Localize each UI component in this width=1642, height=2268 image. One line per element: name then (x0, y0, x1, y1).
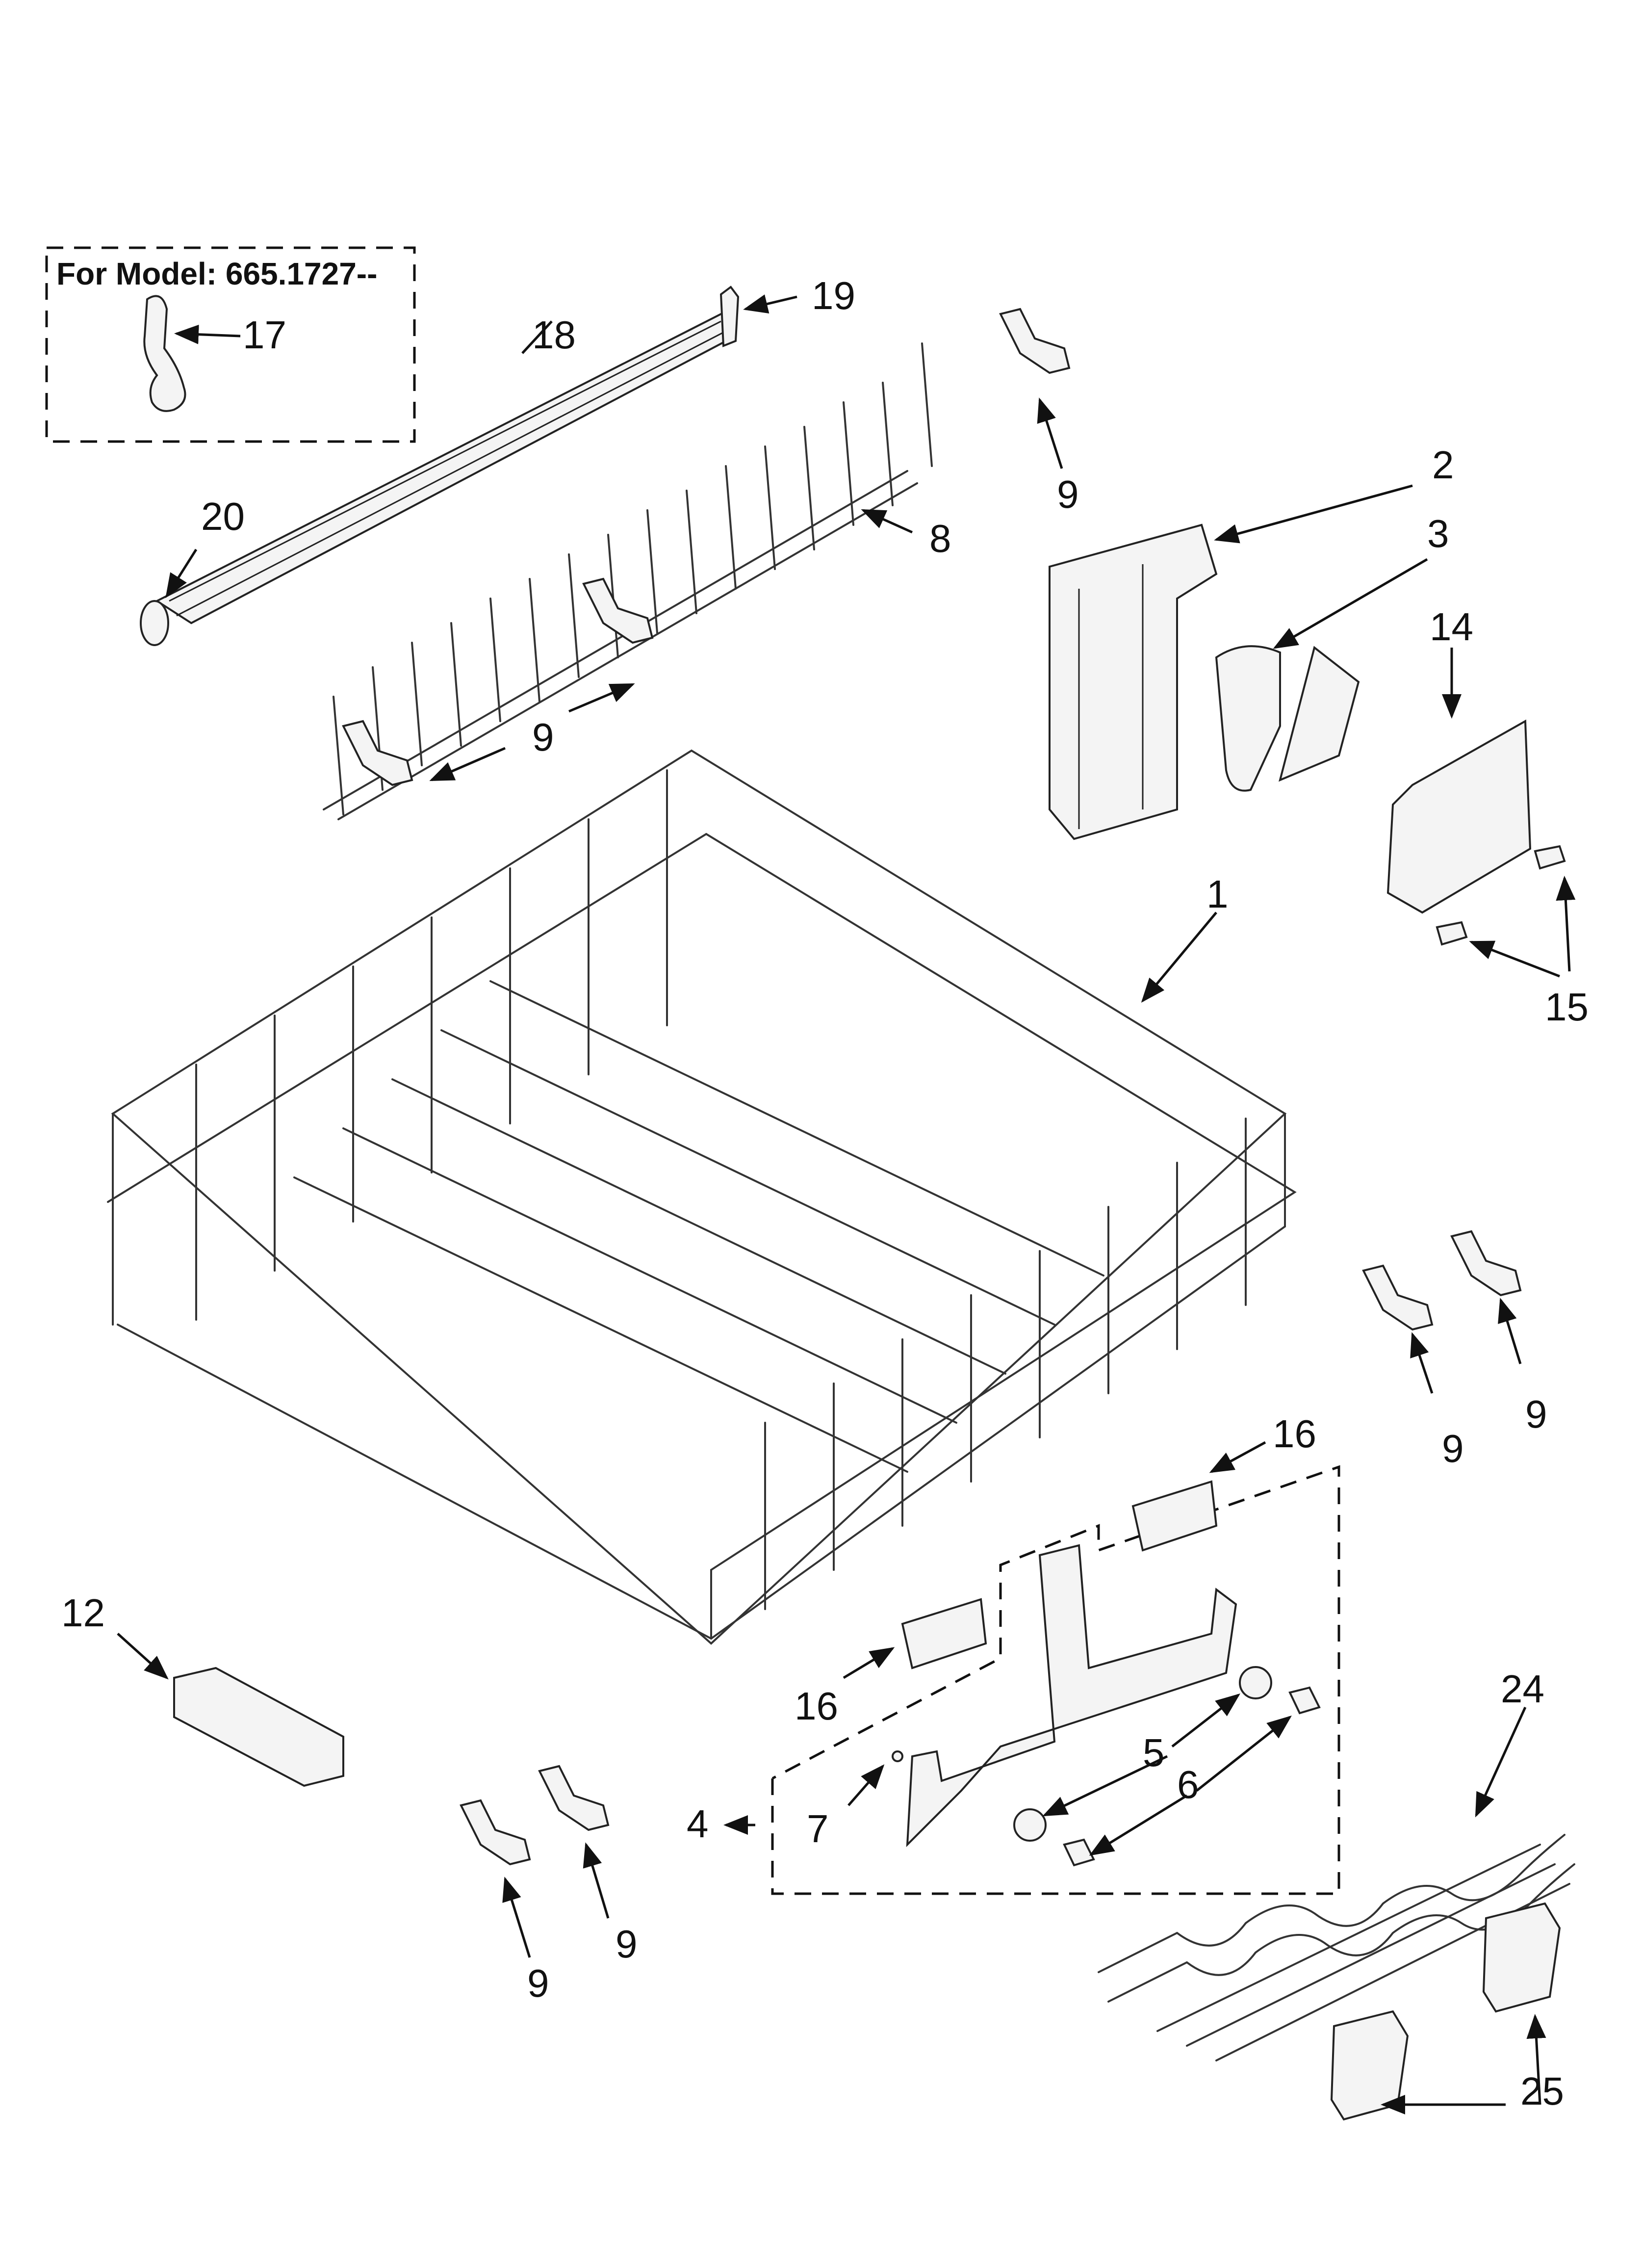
callout-9-c: 9 (1442, 1427, 1464, 1470)
callout-14: 14 (1430, 605, 1473, 649)
callout-24: 24 (1501, 1667, 1544, 1711)
callout-5: 5 (1143, 1731, 1165, 1774)
part-3: 3 (1215, 512, 1449, 792)
parts-5-6-7: 5 6 7 (807, 1666, 1321, 1867)
callout-2: 2 (1432, 443, 1454, 487)
callout-12: 12 (61, 1591, 105, 1635)
callout-20: 20 (201, 495, 245, 538)
model-inset: For Model: 665.1727-- 17 (45, 246, 416, 443)
part-20: 20 (140, 495, 245, 646)
part-25: 25 (1330, 1902, 1564, 2121)
callout-7: 7 (807, 1807, 829, 1851)
part-17 (143, 295, 186, 412)
part-12: 12 (61, 1591, 344, 1787)
part-14: 14 (1386, 605, 1532, 914)
model-label: For Model: 665.1727-- (56, 256, 377, 291)
callout-9-d: 9 (1525, 1392, 1547, 1436)
part-2: 2 (1049, 443, 1454, 840)
callout-15: 15 (1545, 985, 1589, 1029)
callout-8: 8 (929, 517, 951, 560)
part-18-rail: 18 (154, 310, 732, 625)
part-8-tine-row: 8 (323, 342, 951, 820)
assembly-4: 4 (687, 1465, 1340, 1895)
callout-16-a: 16 (1273, 1412, 1316, 1456)
part-15-screws: 15 (1436, 845, 1589, 1029)
callout-3: 3 (1427, 512, 1449, 555)
part-19: 19 (719, 274, 855, 347)
part-24: 24 (1098, 1667, 1575, 2061)
part-4-bracket (906, 1544, 1237, 1848)
callout-9-b: 9 (532, 715, 554, 759)
part-16: 16 16 (795, 1412, 1316, 1728)
callout-19: 19 (812, 274, 855, 317)
callout-9-e: 9 (527, 1961, 549, 2005)
callout-1: 1 (1206, 872, 1229, 916)
callout-9-f: 9 (616, 1922, 638, 1966)
callout-9-a: 9 (1057, 472, 1079, 516)
callout-25: 25 (1520, 2069, 1564, 2113)
part-9-clips: 9 9 9 9 9 9 (342, 308, 1547, 2005)
part-1-upper-rack: 1 (107, 749, 1297, 1645)
callout-18: 18 (532, 313, 576, 357)
callout-4: 4 (687, 1802, 709, 1846)
callout-16-b: 16 (795, 1684, 838, 1728)
callout-6: 6 (1177, 1763, 1199, 1806)
callout-17: 17 (243, 313, 286, 357)
